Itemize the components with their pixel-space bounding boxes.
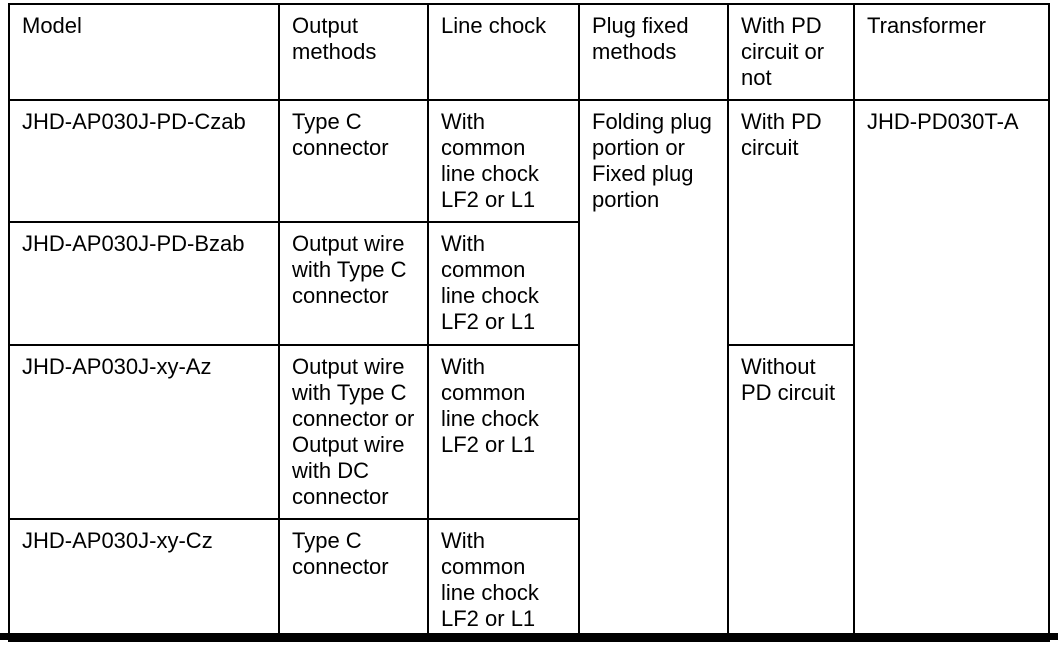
cell-output-row3: Output wire with Type C connector or Out… — [278, 344, 429, 520]
cell-line-chock-row2: With common line chock LF2 or L1 — [427, 221, 580, 346]
header-cell-model: Model — [8, 3, 280, 101]
header-cell-transformer: Transformer — [853, 3, 1050, 101]
cell-output-row4: Type C connector — [278, 518, 429, 642]
cell-model-row1: JHD-AP030J-PD-Czab — [8, 99, 280, 223]
table-row: JHD-AP030J-xy-Az Output wire with Type C… — [8, 344, 1049, 642]
cell-model-row4: JHD-AP030J-xy-Cz — [8, 518, 280, 642]
header-cell-plug-fixed-methods: Plug fixed methods — [578, 3, 729, 101]
cell-line-chock-row1: With common line chock LF2 or L1 — [427, 99, 580, 223]
cell-without-pd-circuit: Without PD circuit — [727, 344, 855, 642]
cell-transformer-merged: JHD-PD030T-A — [853, 99, 1050, 642]
table-row: JHD-AP030J-PD-Bzab Output wire with Type… — [8, 221, 1049, 346]
cell-line-chock-row3: With common line chock LF2 or L1 — [427, 344, 580, 520]
cell-model-row3: JHD-AP030J-xy-Az — [8, 344, 280, 520]
spec-table: Model Output methods Line chock Plug fix… — [8, 3, 1050, 642]
cell-with-pd-circuit: With PD circuit — [727, 99, 855, 346]
cell-output-row2: Output wire with Type C connector — [278, 221, 429, 346]
cell-line-chock-row4: With common line chock LF2 or L1 — [427, 518, 580, 642]
table-row: JHD-AP030J-xy-Cz Type C connector With c… — [8, 518, 1049, 642]
header-cell-output-methods: Output methods — [278, 3, 429, 101]
cell-output-row1: Type C connector — [278, 99, 429, 223]
header-cell-pd-circuit: With PD circuit or not — [727, 3, 855, 101]
table-row: JHD-AP030J-PD-Czab Type C connector With… — [8, 99, 1050, 642]
bottom-rule-divider — [0, 633, 1058, 640]
header-row: Model Output methods Line chock Plug fix… — [8, 3, 1050, 101]
cell-plug-fixed-merged: Folding plug portion or Fixed plug porti… — [578, 99, 729, 642]
header-cell-line-chock: Line chock — [427, 3, 580, 101]
cell-model-row2: JHD-AP030J-PD-Bzab — [8, 221, 280, 346]
